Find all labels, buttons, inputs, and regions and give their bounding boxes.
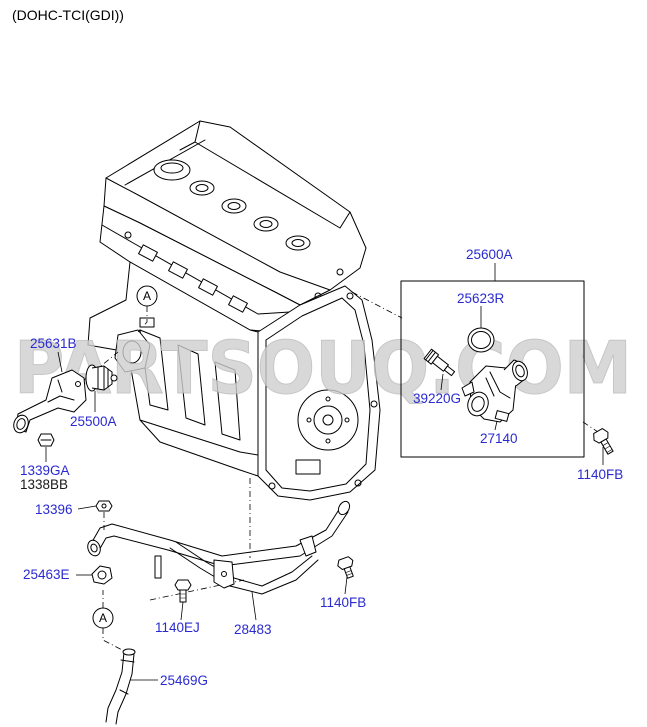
bellhousing-bolt-1	[346, 292, 354, 300]
plug-well-3-inner	[259, 220, 273, 228]
leader-housing	[494, 420, 498, 431]
bellhousing-flange	[265, 297, 371, 492]
label-o-ring[interactable]: 25623R	[457, 291, 505, 306]
diagram-title: (DOHC-TCI(GDI))	[12, 7, 124, 23]
oil-filler-cap-inner	[160, 162, 184, 174]
label-hose[interactable]: 25469G	[160, 673, 208, 688]
dashline-engine-to-housing	[351, 291, 403, 319]
leader-pipe-bolt-left	[180, 601, 184, 621]
flywheel	[297, 389, 359, 451]
reference-marker-bottom-label: A	[99, 611, 107, 625]
assembly-box	[400, 280, 585, 458]
valve-cover-ridge	[105, 120, 351, 291]
flywheel-hub	[313, 405, 343, 435]
leader-sensor	[440, 373, 444, 391]
fitting-bolt-part	[37, 433, 55, 447]
sensor-part	[423, 348, 456, 377]
label-box-assembly[interactable]: 25600A	[466, 247, 513, 262]
flywheel-bolt-1	[325, 396, 331, 402]
block-rib-2	[177, 344, 206, 426]
water-pipe-part	[87, 500, 351, 595]
plug-well-3	[253, 216, 279, 232]
plug-well-4	[285, 235, 311, 251]
dashline-marker-bottom-down	[102, 628, 127, 653]
block-skirt	[139, 419, 259, 456]
pipe-bracket	[213, 559, 235, 589]
plug-well-2	[221, 198, 247, 214]
plug-well-1-inner	[195, 184, 209, 192]
cylinder-block	[87, 261, 259, 477]
head-gasket-line	[101, 224, 291, 315]
intake-port-2	[168, 261, 188, 279]
plug-well-2-inner	[227, 202, 241, 210]
label-pipe-bolt-left[interactable]: 1140EJ	[155, 620, 200, 635]
dashline-housing-to-bolt	[582, 421, 599, 433]
label-housing[interactable]: 27140	[480, 431, 518, 446]
flywheel-bolt-2	[344, 417, 350, 423]
label-pipe-bolt-right[interactable]: 1140FB	[320, 595, 366, 610]
intake-port-1	[138, 244, 158, 262]
reference-marker-bottom: A	[92, 607, 114, 629]
block-boss	[139, 317, 155, 328]
flywheel-bolt-4	[306, 417, 312, 423]
outlet-fitting-bolt-hole	[75, 381, 81, 387]
housing-bolt-part	[593, 428, 614, 455]
flywheel-center	[322, 414, 334, 426]
watermark: PARTSOUQ.COM	[14, 326, 632, 410]
sump-mount	[295, 459, 321, 475]
label-sensor[interactable]: 39220G	[413, 391, 461, 406]
bellhousing-bolt-4	[268, 482, 276, 490]
intake-port-4	[228, 295, 248, 313]
pipe-stud	[154, 555, 162, 579]
dashline-marker-top	[137, 306, 148, 333]
leader-water-pipe	[251, 591, 257, 621]
leader-pipe-nut	[77, 505, 97, 510]
label-fitting-bolt[interactable]: 1339GA	[20, 463, 70, 478]
plug-well-4-inner	[291, 239, 305, 247]
leader-pipe-bolt-right	[344, 576, 348, 595]
bellhousing-bolt-2	[370, 400, 378, 408]
label-thermostat[interactable]: 25500A	[70, 414, 117, 429]
engine-block-illustration	[87, 120, 381, 501]
head-stud-3	[336, 268, 344, 276]
label-outlet-fitting[interactable]: 25631B	[30, 336, 77, 351]
block-rib-1	[139, 329, 169, 411]
reference-marker-top-label: A	[143, 289, 151, 303]
hose-part	[105, 648, 136, 725]
outlet-fitting-part	[13, 369, 87, 434]
thermostat-seat	[114, 329, 151, 373]
leader-outlet-fitting	[57, 351, 63, 373]
label-pipe-nut[interactable]: 13396	[35, 502, 73, 517]
plug-well-1	[189, 180, 215, 196]
bellhousing-bolt-3	[354, 479, 362, 487]
label-fitting-bolt-alt[interactable]: 1338BB	[20, 477, 68, 492]
flywheel-bolt-3	[325, 438, 331, 444]
label-pipe-gasket[interactable]: 25463E	[23, 567, 70, 582]
reference-marker-top: A	[136, 285, 158, 307]
housing-part	[461, 359, 528, 423]
o-ring-part	[467, 327, 495, 353]
label-water-pipe[interactable]: 28483	[234, 622, 272, 637]
thermostat-seat-bore	[122, 340, 142, 364]
intake-port-3	[198, 278, 218, 296]
pipe-bolt-right-part	[337, 556, 354, 579]
block-rib-3	[214, 361, 241, 441]
pipe-bolt-left-part	[174, 579, 192, 603]
pipe-gasket-part	[91, 565, 113, 585]
thermostat-part	[85, 364, 118, 392]
pipe-nut-part	[95, 500, 113, 512]
head-stud-1	[124, 231, 132, 239]
label-housing-bolt[interactable]: 1140FB	[577, 467, 623, 482]
